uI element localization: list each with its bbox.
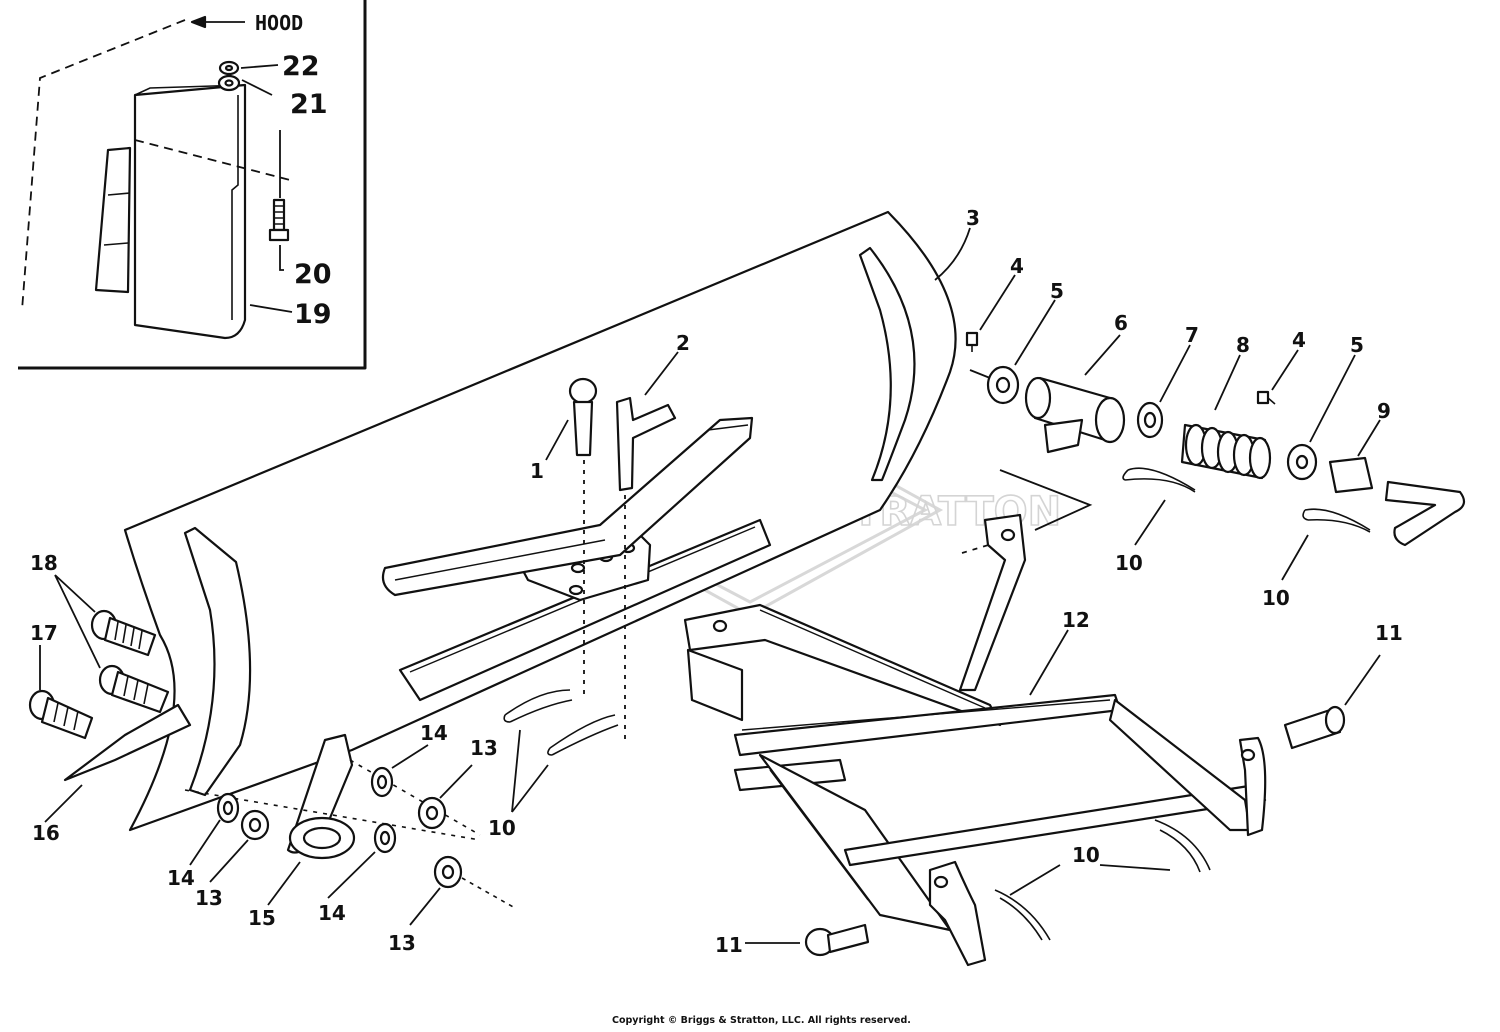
shoe-bracket-icon — [63, 703, 356, 860]
pivot-pin-icon — [568, 377, 598, 457]
hairpin-clip-icon — [503, 689, 619, 756]
washer-icon — [370, 766, 394, 798]
callout-14a: 14 — [420, 721, 448, 745]
hood-label: HOOD — [255, 11, 303, 35]
callout-13b: 13 — [195, 886, 223, 910]
screw-icon — [965, 331, 979, 352]
callout-7: 7 — [1185, 323, 1199, 347]
callout-9: 9 — [1377, 399, 1391, 423]
washer-icon — [373, 822, 397, 854]
handle-pin-icon — [1384, 480, 1466, 547]
callout-19: 19 — [294, 299, 332, 330]
callout-13c: 13 — [388, 931, 416, 955]
plow-blade — [123, 210, 957, 832]
callout-10a: 10 — [1115, 551, 1143, 575]
callout-4b: 4 — [1292, 328, 1306, 352]
washer-icon — [218, 60, 240, 76]
callout-2: 2 — [676, 331, 690, 355]
washer-icon — [1136, 401, 1164, 439]
callout-15: 15 — [248, 906, 276, 930]
inset-hood-assembly — [18, 0, 367, 370]
hex-nut-icon — [417, 796, 447, 830]
callout-18: 18 — [30, 551, 58, 575]
callout-11a: 11 — [1375, 621, 1403, 645]
washer-icon — [216, 792, 240, 824]
spring-icon — [1180, 423, 1272, 480]
callout-22: 22 — [282, 51, 320, 82]
hex-nut-icon — [433, 855, 516, 909]
collar-icon — [986, 365, 1020, 405]
callout-10d: 10 — [1072, 843, 1100, 867]
spacer-icon — [1328, 456, 1374, 494]
hairpin-clip-icon — [1302, 508, 1371, 533]
callout-5a: 5 — [1050, 279, 1064, 303]
callout-21: 21 — [290, 89, 328, 120]
carriage-bolt-icon — [90, 609, 157, 657]
callout-20: 20 — [294, 259, 332, 290]
callout-1: 1 — [530, 459, 544, 483]
clevis-pin-icon — [1283, 705, 1346, 750]
clevis-pin-icon — [804, 923, 870, 957]
screw-icon — [1256, 390, 1276, 405]
callout-3: 3 — [966, 206, 980, 230]
spring-housing-icon — [1024, 376, 1126, 454]
lock-pin-icon — [615, 396, 677, 492]
hex-nut-icon — [240, 809, 270, 841]
hairpin-clip-icon — [1122, 467, 1196, 493]
callout-10c: 10 — [488, 816, 516, 840]
hairpin-clip-icon — [994, 819, 1211, 941]
callout-13a: 13 — [470, 736, 498, 760]
callout-5b: 5 — [1350, 333, 1364, 357]
callout-12: 12 — [1062, 608, 1090, 632]
callout-10b: 10 — [1262, 586, 1290, 610]
callout-6: 6 — [1114, 311, 1128, 335]
a-frame — [683, 513, 1267, 967]
nut-icon — [217, 74, 241, 92]
callout-17: 17 — [30, 621, 58, 645]
callout-11b: 11 — [715, 933, 743, 957]
callout-14b: 14 — [167, 866, 195, 890]
carriage-bolt-icon — [28, 689, 94, 740]
copyright-notice: Copyright © Briggs & Stratton, LLC. All … — [612, 1015, 911, 1026]
callout-4a: 4 — [1010, 254, 1024, 278]
collar-icon — [1286, 443, 1318, 481]
callout-16: 16 — [32, 821, 60, 845]
callout-8: 8 — [1236, 333, 1250, 357]
bolt-icon — [268, 198, 290, 242]
callout-14c: 14 — [318, 901, 346, 925]
carriage-bolt-icon — [98, 664, 170, 714]
